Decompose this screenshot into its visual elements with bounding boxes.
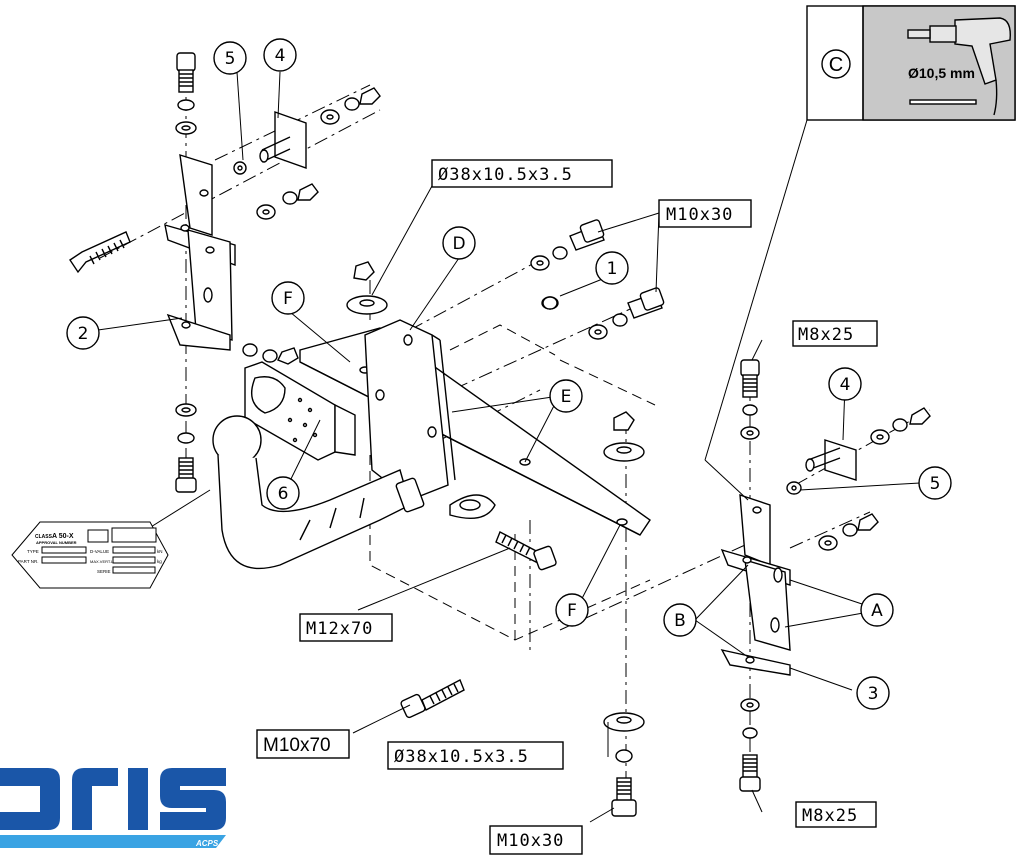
svg-text:B: B — [674, 611, 686, 631]
right-bracket — [720, 494, 791, 676]
svg-text:1: 1 — [607, 259, 618, 279]
callout-6: 6 — [266, 476, 300, 510]
callout-b: B — [663, 603, 697, 637]
callout-5-right: 5 — [918, 466, 952, 500]
right-hardware — [739, 359, 931, 792]
label-m10x70: M10x70 — [256, 729, 350, 759]
cap-plug — [542, 296, 558, 310]
callout-e: E — [549, 379, 583, 413]
top-spacer-plate — [259, 111, 307, 169]
svg-text:2: 2 — [78, 324, 89, 344]
svg-text:E: E — [561, 387, 572, 407]
label-m8x25-top: M8x25 — [792, 320, 878, 347]
svg-text:Ø38x10.5x3.5: Ø38x10.5x3.5 — [438, 165, 573, 185]
svg-text:TYPE: TYPE — [27, 549, 39, 554]
svg-text:M10x30: M10x30 — [666, 205, 733, 225]
left-bottom-bolt — [175, 403, 197, 493]
svg-text:PART NR.: PART NR. — [18, 559, 39, 564]
svg-text:F: F — [567, 601, 577, 621]
svg-text:APPROVAL NUMBER: APPROVAL NUMBER — [36, 540, 77, 545]
svg-text:kN: kN — [157, 549, 163, 554]
callout-f-bottom: F — [555, 593, 589, 627]
svg-text:Ø38x10.5x3.5: Ø38x10.5x3.5 — [394, 747, 529, 767]
drill-info-box: C Ø10,5 mm — [806, 5, 1016, 121]
callout-d: D — [442, 226, 476, 260]
svg-text:M10x70: M10x70 — [263, 735, 331, 756]
oris-logo: ACPS — [0, 768, 226, 848]
type-plate: CLASS A 50-X APPROVAL NUMBER TYPE D-VALU… — [11, 521, 169, 589]
axis-lines — [99, 70, 931, 810]
oris-wordmark-icon — [0, 768, 226, 830]
drill-bit-icon — [909, 99, 977, 105]
label-washer-bottom: Ø38x10.5x3.5 — [387, 741, 564, 770]
callout-a: A — [860, 593, 894, 627]
callout-4-top: 4 — [263, 38, 297, 72]
callout-2: 2 — [66, 316, 100, 350]
m10x70-bolt — [400, 679, 465, 719]
svg-text:3: 3 — [868, 684, 879, 704]
m12-bolt — [495, 531, 557, 571]
left-bracket — [164, 154, 236, 351]
left-washer-nut-set — [233, 87, 381, 220]
label-m12x70: M12x70 — [299, 613, 393, 642]
svg-text:Ø10,5 mm: Ø10,5 mm — [908, 65, 975, 81]
label-m10x30-top: M10x30 — [658, 199, 752, 228]
svg-text:A: A — [871, 601, 883, 621]
callout-1: 1 — [595, 251, 629, 285]
svg-text:A 50-X: A 50-X — [52, 533, 74, 540]
svg-text:kg: kg — [157, 559, 162, 564]
svg-text:6: 6 — [278, 484, 289, 504]
svg-text:5: 5 — [930, 474, 941, 494]
safety-chain-eye — [449, 494, 496, 519]
oris-underline-icon — [0, 835, 226, 848]
svg-text:MAX.VERT.L: MAX.VERT.L — [90, 559, 114, 564]
left-top-bolt — [175, 52, 197, 135]
svg-text:4: 4 — [275, 46, 286, 66]
bottom-center-bolt — [603, 712, 645, 817]
svg-text:F: F — [283, 289, 293, 309]
svg-text:SERIE: SERIE — [97, 569, 111, 574]
callout-f-top: F — [271, 281, 305, 315]
svg-text:M8x25: M8x25 — [802, 806, 858, 826]
svg-text:C: C — [829, 54, 843, 76]
center-hardware — [346, 219, 665, 462]
svg-text:M12x70: M12x70 — [306, 619, 373, 639]
label-m8x25-bottom: M8x25 — [795, 801, 877, 828]
svg-text:D: D — [452, 234, 465, 254]
label-washer-top: Ø38x10.5x3.5 — [431, 159, 613, 188]
svg-text:M8x25: M8x25 — [798, 325, 854, 345]
svg-text:D-VALUE: D-VALUE — [90, 549, 109, 554]
callout-5-top: 5 — [213, 41, 247, 75]
callout-4-right: 4 — [828, 367, 862, 401]
ball-neck — [212, 415, 425, 570]
side-plate — [364, 319, 456, 501]
svg-text:5: 5 — [225, 49, 236, 69]
oris-sub-label: ACPS — [195, 839, 219, 848]
svg-text:CLASS: CLASS — [35, 534, 53, 540]
callout-3: 3 — [856, 676, 890, 710]
svg-text:4: 4 — [840, 375, 851, 395]
svg-text:M10x30: M10x30 — [497, 831, 564, 851]
left-long-bolt — [69, 231, 131, 274]
drill-icon — [907, 17, 1011, 116]
label-m10x30-bottom: M10x30 — [489, 825, 583, 855]
